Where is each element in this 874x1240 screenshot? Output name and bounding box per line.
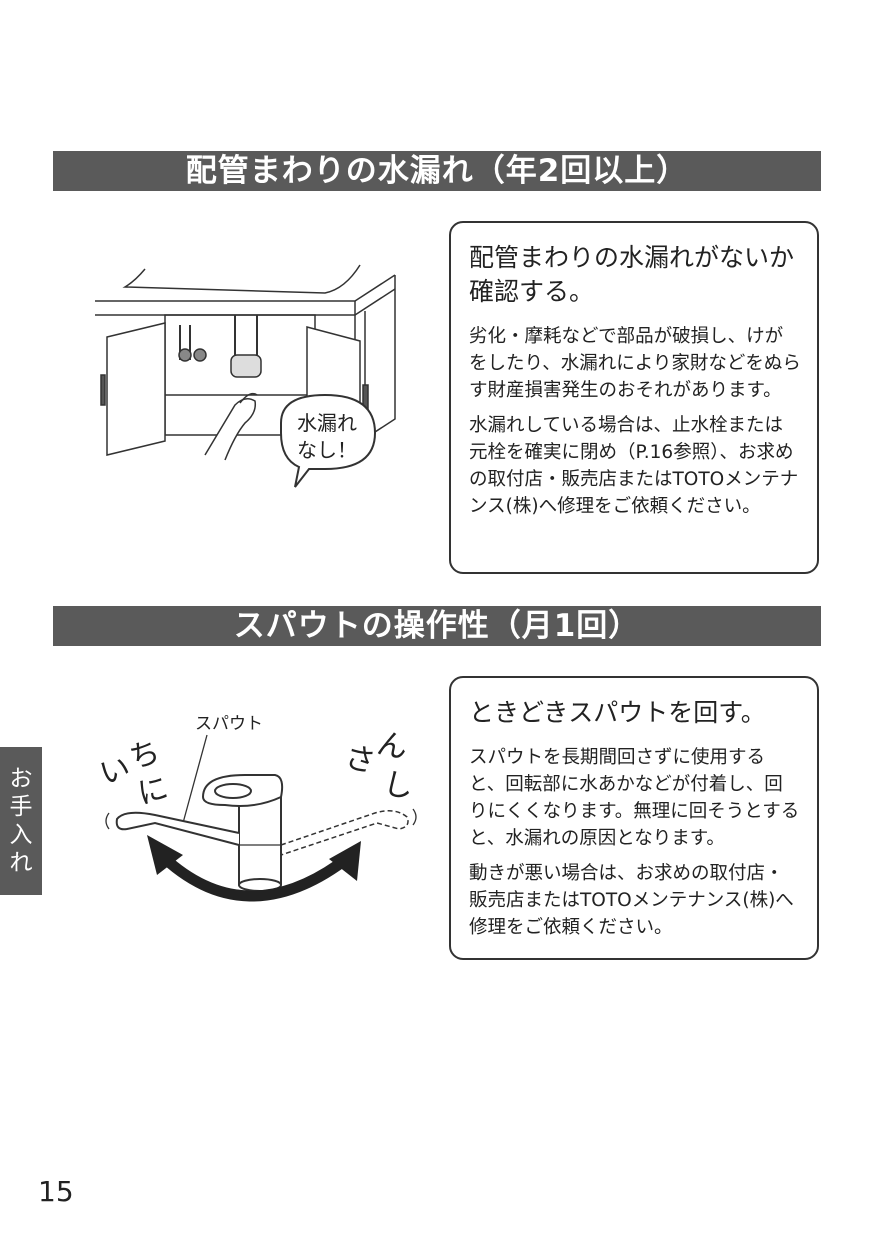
instruction-paragraph: 劣化・摩耗などで部品が破損し、けがをしたり、水漏れにより家財などをぬらす財産損害… xyxy=(469,326,801,401)
instruction-paragraph: 水漏れしている場合は、止水栓または元栓を確実に閉め（P.16参照）、お求めの取付… xyxy=(469,415,799,517)
spout-label: スパウト xyxy=(195,714,263,734)
spout-illustration: スパウト い ち に さ ん し xyxy=(96,714,417,902)
side-tab-care: お 手 入 れ xyxy=(0,747,42,895)
count-char: に xyxy=(134,771,172,813)
instruction-box-piping: 配管まわりの水漏れがないか確認する。 劣化・摩耗などで部品が破損し、けがをしたり… xyxy=(449,221,819,574)
bubble-text-line1: 水漏れ xyxy=(297,411,357,435)
cabinet-illustration: 水漏れ なし！ xyxy=(95,264,396,488)
section-banner-spout: スパウトの操作性（月1回） xyxy=(53,606,821,646)
side-tab-char: 手 xyxy=(9,794,33,820)
count-char: ち xyxy=(126,735,164,777)
count-char: い xyxy=(96,751,134,793)
instruction-title: 配管まわりの水漏れがないか確認する。 xyxy=(469,243,795,306)
speech-bubble: 水漏れ なし！ xyxy=(280,393,377,488)
bubble-text-line2: なし！ xyxy=(297,438,357,462)
page-number: 15 xyxy=(38,1175,74,1208)
side-tab-char: 入 xyxy=(9,822,33,848)
count-char: ん xyxy=(374,726,411,766)
count-char: さ xyxy=(342,740,379,780)
side-tab-char: お xyxy=(9,766,33,792)
instruction-paragraph: 動きが悪い場合は、お求めの取付店・販売店またはTOTOメンテナンス(株)へ修理を… xyxy=(469,863,794,938)
instruction-paragraph: スパウトを長期間回さずに使用すると、回転部に水あかなどが付着し、回りにくくなりま… xyxy=(469,747,800,849)
section-banner-piping-leak: 配管まわりの水漏れ（年2回以上） xyxy=(53,151,821,191)
instruction-box-spout: ときどきスパウトを回す。 スパウトを長期間回さずに使用すると、回転部に水あかなど… xyxy=(449,676,819,960)
count-char: し xyxy=(380,766,417,806)
side-tab-char: れ xyxy=(9,850,33,876)
instruction-title: ときどきスパウトを回す。 xyxy=(469,698,766,727)
